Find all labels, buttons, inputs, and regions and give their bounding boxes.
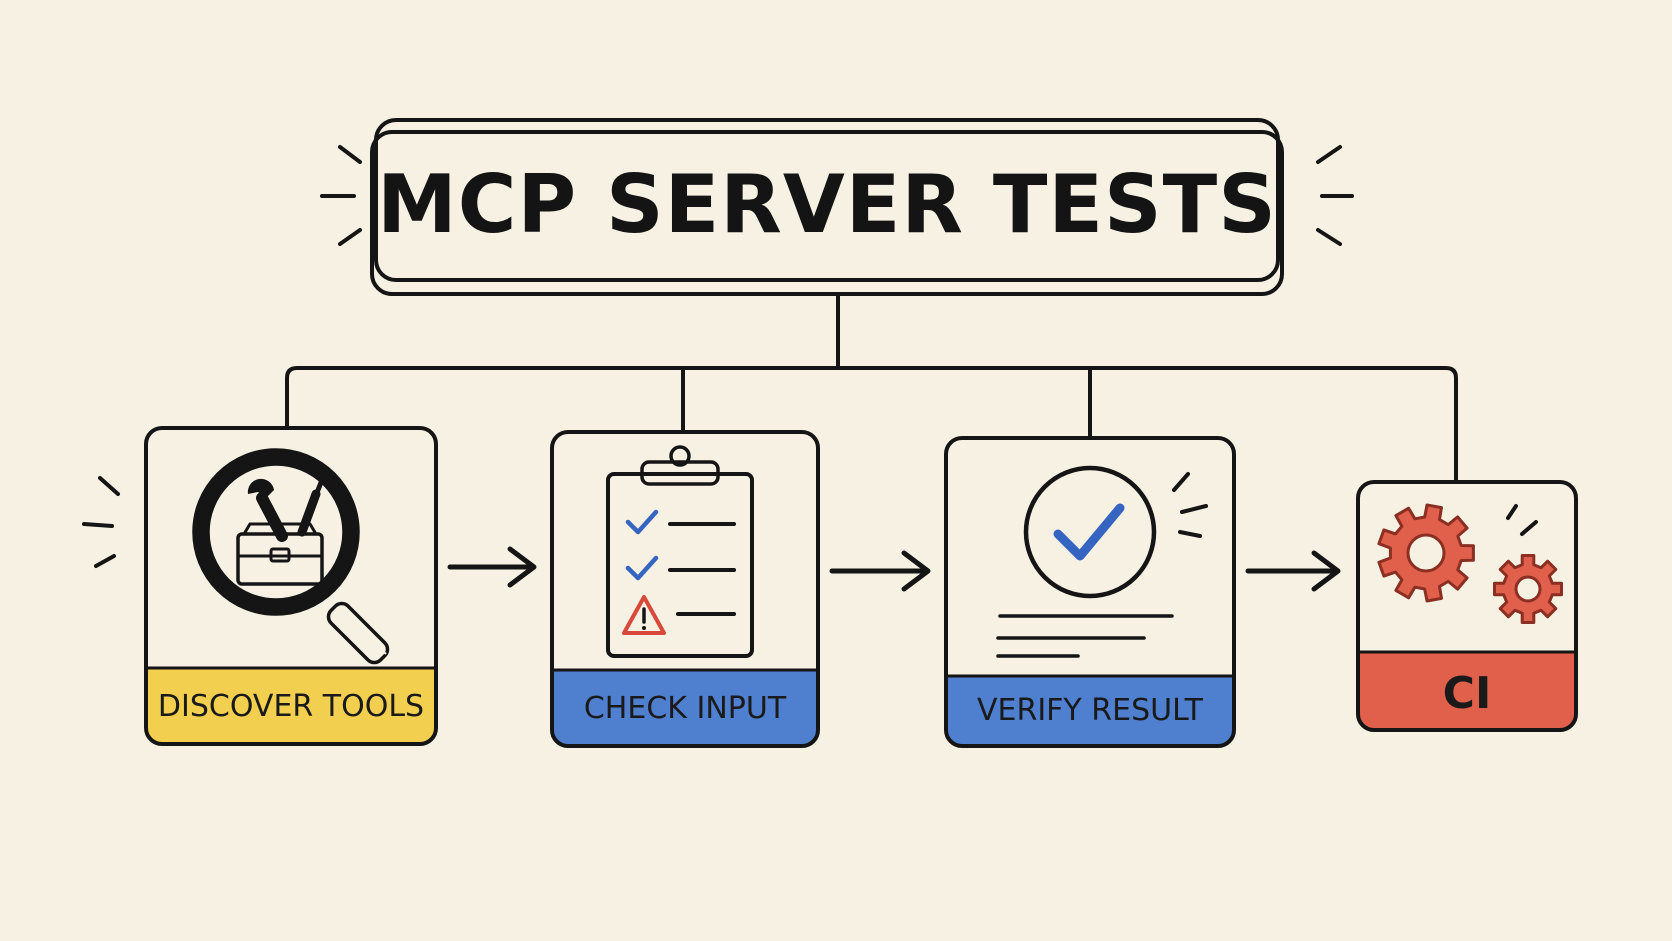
connector-tree <box>285 292 1458 490</box>
wrench-icon <box>247 478 288 542</box>
magnifier-handle <box>326 601 390 665</box>
small-gear-icon <box>1493 554 1563 624</box>
step-label: CI <box>1443 668 1492 719</box>
step-label-band <box>1358 652 1576 730</box>
large-gear-icon <box>1377 503 1475 603</box>
checkmark-circle-icon <box>996 465 1174 658</box>
step4-emphasis-marks <box>1506 504 1538 536</box>
flow-arrow-1 <box>447 546 537 588</box>
title-box: MCP SERVER TESTS <box>370 118 1284 296</box>
step1-emphasis-marks <box>82 476 120 568</box>
step-label: CHECK INPUT <box>584 691 787 726</box>
warning-icon <box>622 595 666 635</box>
diagram-title: MCP SERVER TESTS <box>377 158 1277 251</box>
clipboard-checklist-icon <box>606 445 754 658</box>
step-label-band <box>946 676 1234 746</box>
step-check-input: CHECK INPUT <box>550 430 820 748</box>
gears-icon <box>1377 503 1563 624</box>
step-verify-result: VERIFY RESULT <box>944 436 1236 748</box>
title-emphasis-marks-right <box>1316 145 1354 246</box>
step3-emphasis-marks <box>1172 472 1208 538</box>
flow-arrow-2 <box>829 550 931 592</box>
title-emphasis-marks-left <box>320 145 362 246</box>
flow-arrow-3 <box>1245 550 1341 592</box>
step-label: VERIFY RESULT <box>977 693 1204 728</box>
toolbox-icon <box>236 522 324 586</box>
step-discover-tools: DISCOVER TOOLS <box>144 426 438 746</box>
step-label: DISCOVER TOOLS <box>158 689 424 724</box>
step-label-band <box>552 670 818 746</box>
screwdriver-icon <box>297 477 325 537</box>
step-label-band <box>146 668 436 744</box>
magnifier-toolbox-icon <box>192 448 390 665</box>
